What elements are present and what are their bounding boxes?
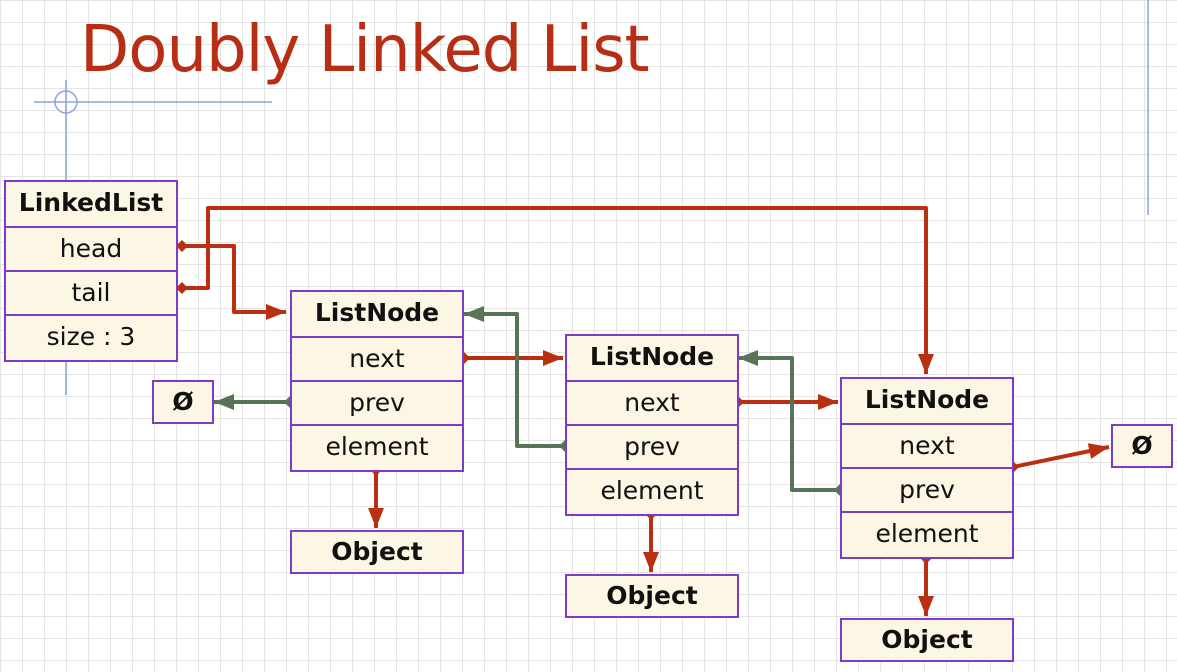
head-pointer bbox=[182, 244, 286, 320]
list-node-1-element-field: element bbox=[292, 424, 462, 468]
linkedlist-tail-field: tail bbox=[6, 270, 176, 314]
list-node-1-header: ListNode bbox=[314, 298, 440, 327]
list-node-1: ListNode next prev element bbox=[290, 290, 464, 472]
node3-prev-pointer bbox=[738, 350, 840, 492]
object-box-3: Object bbox=[840, 618, 1014, 662]
list-node-2: ListNode next prev element bbox=[565, 334, 739, 516]
list-node-3-header: ListNode bbox=[864, 385, 990, 414]
list-node-2-prev-field: prev bbox=[567, 424, 737, 468]
linkedlist-head-field: head bbox=[6, 226, 176, 270]
list-node-3: ListNode next prev element bbox=[840, 377, 1014, 559]
null-right: Ø bbox=[1111, 424, 1173, 468]
list-node-3-next-field: next bbox=[842, 423, 1012, 467]
linkedlist-header: LinkedList bbox=[18, 188, 164, 217]
node2-prev-pointer bbox=[464, 306, 565, 448]
tail-pointer bbox=[182, 206, 934, 374]
list-node-2-next-field: next bbox=[567, 380, 737, 424]
list-node-1-prev-field: prev bbox=[292, 380, 462, 424]
list-node-3-element-field: element bbox=[842, 511, 1012, 555]
linkedlist-size-field: size : 3 bbox=[6, 314, 176, 358]
slide-title: Doubly Linked List bbox=[80, 13, 650, 87]
list-node-3-prev-field: prev bbox=[842, 467, 1012, 511]
list-node-1-next-field: next bbox=[292, 336, 462, 380]
object-box-2: Object bbox=[565, 574, 739, 618]
node3-next-pointer bbox=[1012, 443, 1110, 469]
object-box-1: Object bbox=[290, 530, 464, 574]
null-left: Ø bbox=[152, 380, 214, 424]
list-node-2-element-field: element bbox=[567, 468, 737, 512]
linkedlist-box: LinkedList head tail size : 3 bbox=[4, 180, 178, 362]
list-node-2-header: ListNode bbox=[589, 342, 715, 371]
